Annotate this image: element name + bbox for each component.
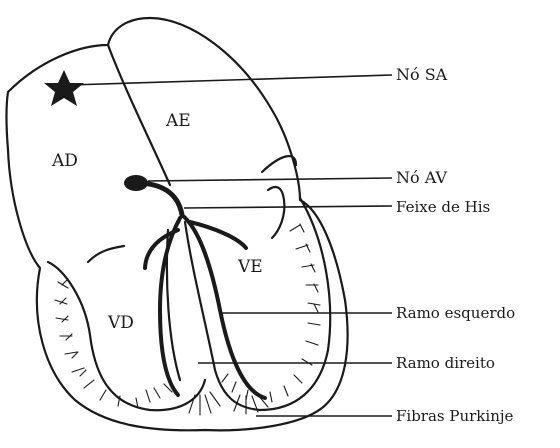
- sa-node-star: [44, 70, 84, 106]
- label-ve: VE: [237, 257, 263, 277]
- septum-left-wall: [167, 230, 180, 380]
- papillary-left: [88, 246, 124, 262]
- callout-ramo-direito: Ramo direito: [396, 354, 495, 372]
- callout-fibras-purkinje: Fibras Purkinje: [396, 407, 514, 425]
- leader-no-sa: [70, 75, 392, 85]
- leader-no-av: [148, 178, 392, 181]
- label-vd: VD: [107, 313, 134, 333]
- papillary-right: [268, 187, 284, 238]
- purkinje-fibers-right: [55, 279, 172, 408]
- label-ae: AE: [165, 111, 191, 131]
- septum-right-wall: [185, 198, 330, 410]
- callout-no-av: Nó AV: [396, 168, 447, 187]
- atrial-appendage: [262, 156, 296, 172]
- label-ad: AD: [51, 151, 78, 171]
- callout-feixe-his: Feixe de His: [396, 198, 490, 216]
- atrial-septum: [108, 45, 170, 185]
- callout-no-sa: Nó SA: [396, 65, 448, 84]
- callout-ramo-esquerdo: Ramo esquerdo: [396, 304, 515, 322]
- left-bundle-branch: [182, 215, 265, 398]
- leader-feixe-his: [184, 206, 392, 208]
